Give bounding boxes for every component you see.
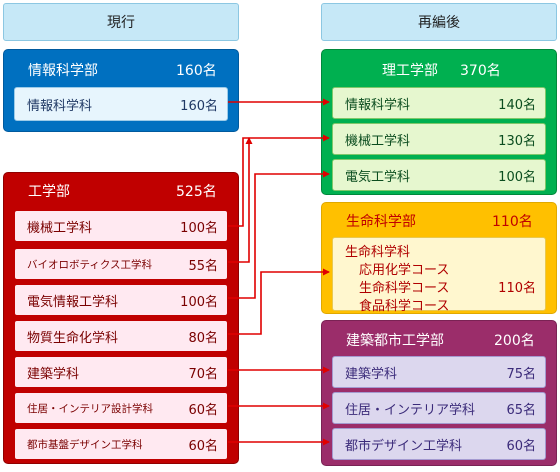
current-info-faculty-count: 160名	[176, 63, 217, 79]
new-arch-dept: 都市デザイン工学科 60名	[332, 428, 546, 460]
arrow-bio-to-mech	[228, 137, 253, 263]
current-eng-dept: 電気情報工学科 100名	[14, 284, 228, 316]
dept-label: 住居・インテリア学科	[345, 402, 476, 418]
dept-label: 都市デザイン工学科	[345, 438, 463, 454]
header-current-label: 現行	[107, 15, 135, 31]
dept-label: 情報科学科	[345, 97, 411, 113]
dept-label: 建築学科	[27, 366, 80, 382]
dept-count: 60名	[188, 402, 218, 418]
dept-count: 100名	[180, 220, 218, 236]
current-eng-dept: 機械工学科 100名	[14, 210, 228, 242]
dept-label: 機械工学科	[345, 133, 411, 149]
dept-count: 60名	[506, 438, 536, 454]
header-current: 現行	[3, 3, 239, 41]
dept-count: 70名	[188, 366, 218, 382]
new-sci-dept: 情報科学科 140名	[332, 87, 546, 119]
current-eng-faculty-count: 525名	[176, 184, 217, 200]
current-eng-dept: 建築学科 70名	[14, 356, 228, 388]
life-course: 食品科学コース	[359, 299, 450, 314]
new-arch-faculty-title: 建築都市工学部	[346, 333, 444, 349]
dept-label: 物質生命化学科	[27, 330, 119, 346]
new-arch-faculty-count: 200名	[494, 333, 535, 349]
current-eng-faculty: 工学部 525名 機械工学科 100名 バイオロボティクス工学科 55名 電気情報工…	[3, 172, 239, 464]
new-arch-dept: 建築学科 75名	[332, 356, 546, 388]
life-dept-count: 110名	[498, 281, 536, 296]
header-new-label: 再編後	[418, 15, 460, 31]
dept-count: 160名	[180, 98, 218, 114]
current-eng-dept: 住居・インテリア設計学科 60名	[14, 392, 228, 424]
dept-count: 80名	[188, 330, 218, 346]
dept-label: 電気情報工学科	[27, 294, 119, 310]
dept-label: 情報科学科	[27, 98, 93, 114]
current-eng-dept: 都市基盤デザイン工学科 60名	[14, 428, 228, 460]
new-sci-faculty: 理工学部 370名 情報科学科 140名 機械工学科 130名 電気工学科 100名	[321, 49, 557, 195]
new-life-faculty: 生命科学部 110名 生命科学科 応用化学コース 生命科学コース 110名 食品…	[321, 202, 557, 314]
new-life-faculty-count: 110名	[492, 214, 533, 230]
current-info-dept: 情報科学科 160名	[14, 87, 228, 121]
dept-count: 130名	[498, 133, 536, 149]
arrow-elec-to-elec	[228, 170, 330, 299]
new-life-faculty-title: 生命科学部	[346, 214, 416, 230]
new-arch-faculty: 建築都市工学部 200名 建築学科 75名 住居・インテリア学科 65名 都市デザイ…	[321, 320, 557, 466]
dept-count: 100名	[180, 294, 218, 310]
arrow-chem-to-life	[228, 268, 330, 335]
dept-count: 65名	[506, 402, 536, 418]
current-info-faculty-title: 情報科学部	[28, 63, 98, 79]
dept-count: 140名	[498, 97, 536, 113]
arrow-mech-to-mech	[228, 134, 330, 227]
current-eng-dept: バイオロボティクス工学科 55名	[14, 248, 228, 280]
dept-label: 住居・インテリア設計学科	[27, 402, 153, 415]
dept-label: 建築学科	[345, 366, 398, 382]
new-life-dept: 生命科学科 応用化学コース 生命科学コース 110名 食品科学コース	[332, 237, 546, 314]
current-eng-dept: 物質生命化学科 80名	[14, 320, 228, 352]
dept-count: 75名	[506, 366, 536, 382]
dept-count: 100名	[498, 169, 536, 185]
header-new: 再編後	[321, 3, 557, 41]
dept-label: 機械工学科	[27, 220, 93, 236]
new-sci-faculty-count: 370名	[460, 63, 501, 79]
dept-label: 電気工学科	[345, 169, 411, 185]
dept-count: 60名	[188, 438, 218, 454]
life-course: 生命科学コース	[359, 281, 450, 296]
new-arch-dept: 住居・インテリア学科 65名	[332, 392, 546, 424]
dept-label: バイオロボティクス工学科	[27, 258, 153, 271]
current-eng-faculty-title: 工学部	[28, 184, 70, 200]
new-sci-faculty-title: 理工学部	[382, 63, 438, 79]
life-course: 応用化学コース	[359, 263, 450, 278]
dept-count: 55名	[188, 258, 218, 274]
dept-label: 都市基盤デザイン工学科	[27, 438, 143, 451]
life-dept-label: 生命科学科	[345, 245, 411, 260]
new-sci-dept: 機械工学科 130名	[332, 123, 546, 155]
new-sci-dept: 電気工学科 100名	[332, 159, 546, 191]
current-info-faculty: 情報科学部 160名 情報科学科 160名	[3, 49, 239, 132]
